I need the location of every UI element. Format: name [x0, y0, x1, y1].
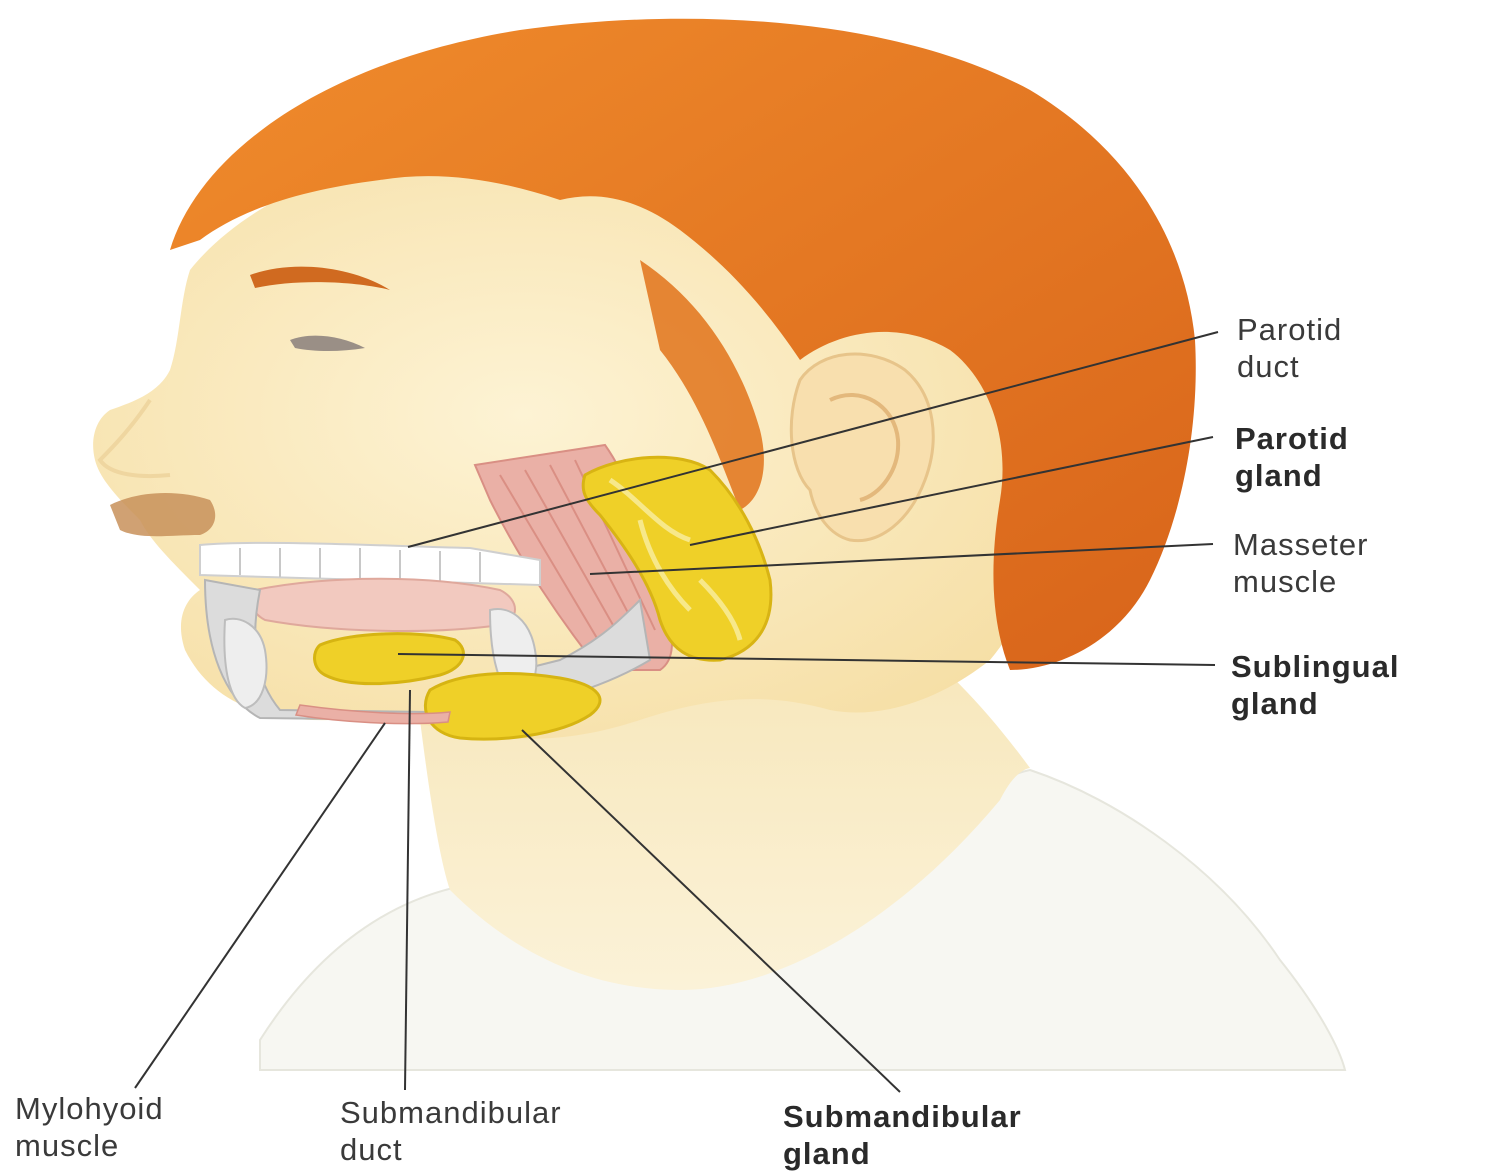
label-masseter-muscle-line2: muscle [1233, 563, 1368, 600]
label-parotid-gland: Parotid gland [1235, 420, 1349, 494]
label-sublingual-gland-line2: gland [1231, 685, 1399, 722]
label-submandibular-duct: Submandibular duct [340, 1094, 562, 1168]
label-parotid-gland-line2: gland [1235, 457, 1349, 494]
label-parotid-gland-line1: Parotid [1235, 420, 1349, 457]
label-mylohyoid-muscle-line2: muscle [15, 1127, 164, 1164]
label-sublingual-gland: Sublingual gland [1231, 648, 1399, 722]
label-mylohyoid-muscle: Mylohyoid muscle [15, 1090, 164, 1164]
mustache-shape [110, 493, 215, 536]
label-parotid-duct-line2: duct [1237, 348, 1342, 385]
sublingual-gland-shape [315, 634, 464, 684]
tongue-shape [251, 579, 515, 631]
label-submandibular-duct-line1: Submandibular [340, 1094, 562, 1131]
label-submandibular-gland-line2: gland [783, 1135, 1022, 1172]
label-mylohyoid-muscle-line1: Mylohyoid [15, 1090, 164, 1127]
label-sublingual-gland-line1: Sublingual [1231, 648, 1399, 685]
label-submandibular-gland: Submandibular gland [783, 1098, 1022, 1172]
label-parotid-duct: Parotid duct [1237, 311, 1342, 385]
label-parotid-duct-line1: Parotid [1237, 311, 1342, 348]
label-masseter-muscle-line1: Masseter [1233, 526, 1368, 563]
label-submandibular-duct-line2: duct [340, 1131, 562, 1168]
label-submandibular-gland-line1: Submandibular [783, 1098, 1022, 1135]
label-masseter-muscle: Masseter muscle [1233, 526, 1368, 600]
